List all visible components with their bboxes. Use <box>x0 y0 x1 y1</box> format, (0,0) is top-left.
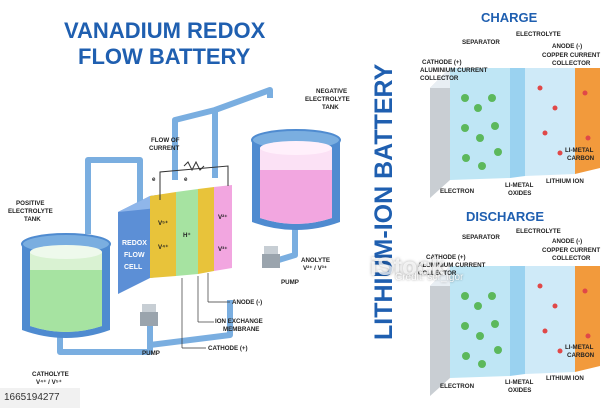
vanadium-title-line1: VANADIUM REDOX <box>64 18 266 43</box>
flow-of-current-label-2: CURRENT <box>149 145 180 152</box>
positive-tank-label-1: POSITIVE <box>16 200 45 207</box>
charge-limetal-carbon-label-2: CARBON <box>567 155 595 162</box>
charge-lithium-ion-label: LITHIUM ION <box>546 178 584 185</box>
discharge-electrolyte-label: ELECTROLYTE <box>516 228 561 235</box>
pump-right-label: PUMP <box>281 279 299 286</box>
pump-left-label: PUMP <box>142 350 160 357</box>
ion-v2: V²⁺ <box>218 214 228 221</box>
leader-lines <box>181 273 230 349</box>
cathode-label: CATHODE (+) <box>208 345 248 352</box>
discharge-separator-label: SEPARATOR <box>462 234 500 241</box>
charge-limetal-oxides-label-2: OXIDES <box>508 190 532 197</box>
charge-limetal-oxides-label-1: LI-METAL <box>505 182 534 189</box>
charge-anode-label: ANODE (-) <box>552 43 583 50</box>
charge-title: CHARGE <box>481 10 538 25</box>
stock-image-id: 1665194277 <box>4 392 60 403</box>
negative-electrolyte-tank <box>251 129 341 230</box>
anolyte-label-1: ANOLYTE <box>301 257 330 264</box>
discharge-electron-label: ELECTRON <box>440 383 475 390</box>
flow-of-current-label-1: FLOW OF <box>151 137 180 144</box>
charge-cathode-label-2: ALUMINIUM CURRENT <box>420 67 488 74</box>
discharge-limetal-carbon-label-1: LI-METAL <box>565 344 594 351</box>
discharge-lithium-ion-label: LITHIUM ION <box>546 375 584 382</box>
electron-label-left: e <box>152 176 156 183</box>
discharge-limetal-carbon-label-2: CARBON <box>567 352 595 359</box>
anolyte-label-2: V²⁺ / V³⁺ <box>303 265 328 272</box>
ion-v5: V⁵⁺ <box>158 220 169 227</box>
ion-hplus: H⁺ <box>183 232 191 239</box>
discharge-copper-label-2: COLLECTOR <box>552 255 591 262</box>
charge-copper-label-2: COLLECTOR <box>552 60 591 67</box>
pump-right-shape <box>262 246 280 268</box>
negative-tank-label-1: NEGATIVE <box>316 88 348 95</box>
stock-id-bar: 1665194277 <box>0 388 80 408</box>
positive-electrolyte-tank <box>21 233 111 338</box>
watermark-credit: Credit: ser_igor <box>395 272 464 283</box>
flow-battery-diagram <box>21 87 341 355</box>
charge-cathode-label-1: CATHODE (+) <box>422 59 462 66</box>
watermark-brand: iStock <box>370 253 446 281</box>
catholyte-label-2: V⁴⁺ / V⁵⁺ <box>36 379 62 386</box>
charge-cathode-label-3: COLLECTOR <box>420 75 459 82</box>
discharge-limetal-oxides-label-1: LI-METAL <box>505 379 534 386</box>
cell-label-line1: REDOX <box>122 240 147 247</box>
negative-tank-label-3: TANK <box>322 104 339 111</box>
catholyte-label-1: CATHOLYTE <box>32 371 69 378</box>
discharge-cathode-label-2: ALUMINIUM CURRENT <box>418 262 486 269</box>
redox-flow-cell <box>118 185 232 294</box>
discharge-copper-label-1: COPPER CURRENT <box>542 247 601 254</box>
positive-tank-label-3: TANK <box>24 216 41 223</box>
membrane-label-2: MEMBRANE <box>223 326 260 333</box>
cell-label-line3: CELL <box>124 264 143 271</box>
charge-copper-label-1: COPPER CURRENT <box>542 52 601 59</box>
charge-electron-label: ELECTRON <box>440 188 475 195</box>
external-circuit <box>159 160 229 200</box>
electron-label-right: e <box>184 176 188 183</box>
charge-cell-diagram <box>430 68 600 198</box>
positive-tank-label-2: ELECTROLYTE <box>8 208 53 215</box>
ion-v4: V⁴⁺ <box>158 244 169 251</box>
discharge-cathode-label-3: COLLECTOR <box>418 270 457 277</box>
charge-electrolyte-label: ELECTROLYTE <box>516 31 561 38</box>
discharge-cathode-label-1: CATHODE (+) <box>426 254 466 261</box>
charge-separator-label: SEPARATOR <box>462 39 500 46</box>
cell-label-line2: FLOW <box>124 252 145 259</box>
charge-limetal-carbon-label-1: LI-METAL <box>565 147 594 154</box>
discharge-limetal-oxides-label-2: OXIDES <box>508 387 532 394</box>
pump-left-shape <box>140 304 158 326</box>
anode-label: ANODE (-) <box>232 299 263 306</box>
discharge-anode-label: ANODE (-) <box>552 238 583 245</box>
ion-v3: V³⁺ <box>218 246 228 253</box>
membrane-label-1: ION EXCHANGE <box>215 318 263 325</box>
discharge-title: DISCHARGE <box>466 209 545 224</box>
discharge-cell-diagram <box>430 266 600 396</box>
lithium-vertical-title: LITHIUM-ION BATTERY <box>370 63 398 340</box>
vanadium-title-line2: FLOW BATTERY <box>78 44 251 69</box>
negative-tank-label-2: ELECTROLYTE <box>305 96 350 103</box>
